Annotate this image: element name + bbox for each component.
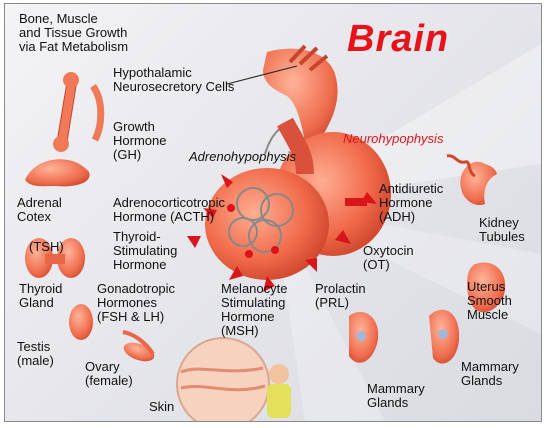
- label-adh: Antidiuretic Hormone (ADH): [379, 182, 443, 224]
- label-neurohypophysis: Neurohypophysis: [343, 132, 443, 146]
- diagram-canvas: Brain Bone, Muscle and Tissue Growth via…: [4, 3, 542, 422]
- label-oxytocin: Oxytocin (OT): [363, 244, 414, 272]
- skin-illustration: [177, 338, 291, 421]
- label-tsh-short: (TSH): [29, 240, 64, 254]
- label-kidney-tubules: Kidney Tubules: [479, 216, 525, 244]
- mammary-illustration-bottom: [349, 312, 378, 363]
- label-prolactin: Prolactin (PRL): [315, 282, 366, 310]
- label-growth-hormone: Growth Hormone (GH): [113, 120, 166, 162]
- label-hypothalamic-cells: Hypothalamic Neurosecretory Cells: [113, 66, 234, 94]
- adrenal-cortex-illustration: [25, 159, 90, 186]
- label-ovary: Ovary (female): [85, 360, 133, 388]
- bone-illustration: [53, 72, 101, 152]
- label-testis: Testis (male): [17, 340, 54, 368]
- label-tsh: Thyroid- Stimulating Hormone: [113, 230, 177, 272]
- label-gonadotropic: Gonadotropic Hormones (FSH & LH): [97, 282, 175, 324]
- label-adrenal-cortex: Adrenal Cotex: [17, 196, 62, 224]
- label-msh: Melanocyte Stimulating Hormone (MSH): [221, 282, 287, 338]
- diagram-title: Brain: [347, 18, 449, 61]
- label-skin: Skin: [149, 400, 174, 414]
- mammary-illustration-right: [429, 310, 459, 364]
- label-acth: Adrenocorticotropic Hormone (ACTH): [113, 196, 225, 224]
- testis-illustration: [69, 304, 93, 340]
- label-mammary-bottom: Mammary Glands: [367, 382, 425, 410]
- label-bone-muscle: Bone, Muscle and Tissue Growth via Fat M…: [19, 12, 128, 54]
- label-mammary-right: Mammary Glands: [461, 360, 519, 388]
- label-thyroid-gland: Thyroid Gland: [19, 282, 62, 310]
- label-adrenohypophysis: Adrenohypophysis: [189, 150, 296, 164]
- label-uterus: Uterus Smooth Muscle: [467, 280, 512, 322]
